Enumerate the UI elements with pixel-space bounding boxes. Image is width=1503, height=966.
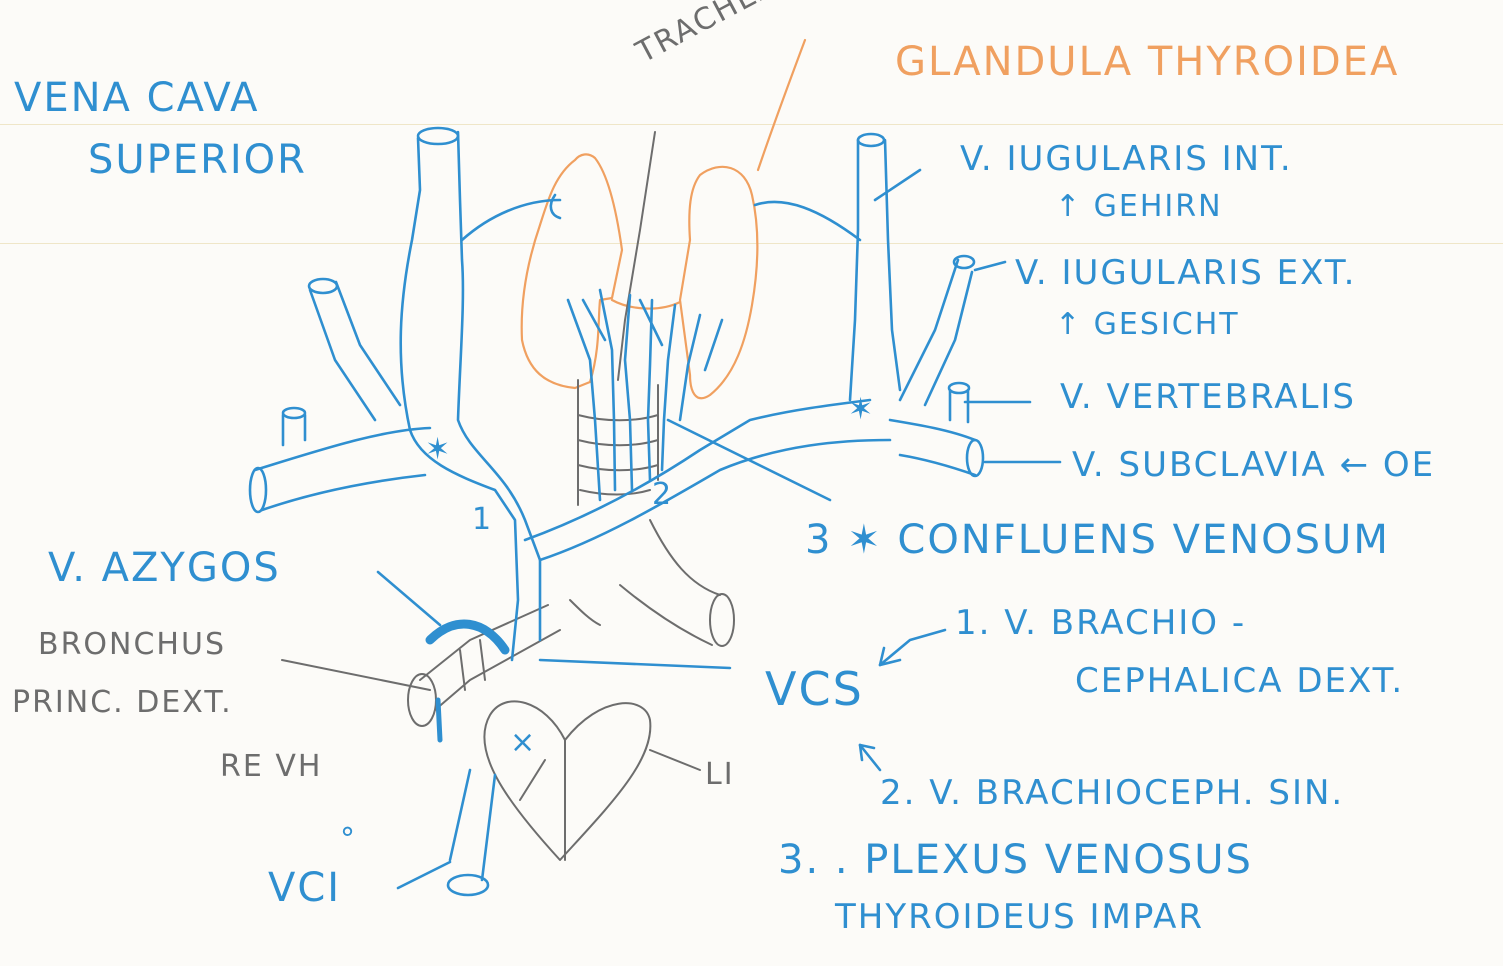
label-vena-cava-line1: VENA CAVA — [14, 75, 260, 121]
label-number-1: 1 — [472, 502, 494, 537]
label-number-2: 2 — [652, 477, 674, 512]
thyroid-gland-drawing — [520, 38, 807, 400]
label-brachio-sin: 2. V. BRACHIOCEPH. SIN. — [880, 773, 1345, 813]
ruled-line-2 — [0, 243, 1503, 244]
label-jugularis-int-note: ↑ GEHIRN — [1055, 189, 1223, 224]
label-vena-cava-line2: SUPERIOR — [88, 137, 307, 183]
trachea-drawing — [281, 131, 735, 861]
star-right-confluens: ✶ — [848, 392, 876, 427]
label-plexus-line2: THYROIDEUS IMPAR — [835, 897, 1205, 937]
label-azygos: V. AZYGOS — [48, 545, 281, 591]
label-jugularis-ext-note: ↑ GESICHT — [1055, 307, 1240, 342]
label-glandula-thyroidea: GLANDULA THYROIDEA — [895, 39, 1400, 85]
label-re-vh: RE VH — [220, 749, 323, 784]
label-jugularis-ext: V. IUGULARIS EXT. — [1015, 253, 1357, 293]
label-subclavia: V. SUBCLAVIA ← OE — [1072, 445, 1436, 485]
star-left-confluens: ✶ — [425, 432, 453, 467]
label-vcs: VCS — [765, 662, 864, 716]
label-confluens-venosum: 3 ✶ CONFLUENS VENOSUM — [805, 517, 1390, 563]
label-brachio-dext-line2: CEPHALICA DEXT. — [1075, 661, 1405, 701]
heart-cross-mark: × — [510, 725, 538, 760]
label-brachio-dext-line1: 1. V. BRACHIO - — [955, 603, 1247, 643]
label-vci-mark: ° — [340, 822, 357, 857]
label-bronchus-line1: BRONCHUS — [38, 627, 226, 662]
label-li: LI — [705, 757, 735, 792]
label-vertebralis: V. VERTEBRALIS — [1060, 377, 1357, 417]
veins-drawing — [248, 126, 1062, 897]
label-bronchus-line2: PRINC. DEXT. — [12, 685, 233, 720]
label-vci: VCI — [268, 865, 342, 911]
label-plexus-line1: 3. . PLEXUS VENOSUS — [778, 837, 1253, 883]
label-jugularis-int: V. IUGULARIS INT. — [960, 139, 1293, 179]
ruled-line-1 — [0, 124, 1503, 125]
